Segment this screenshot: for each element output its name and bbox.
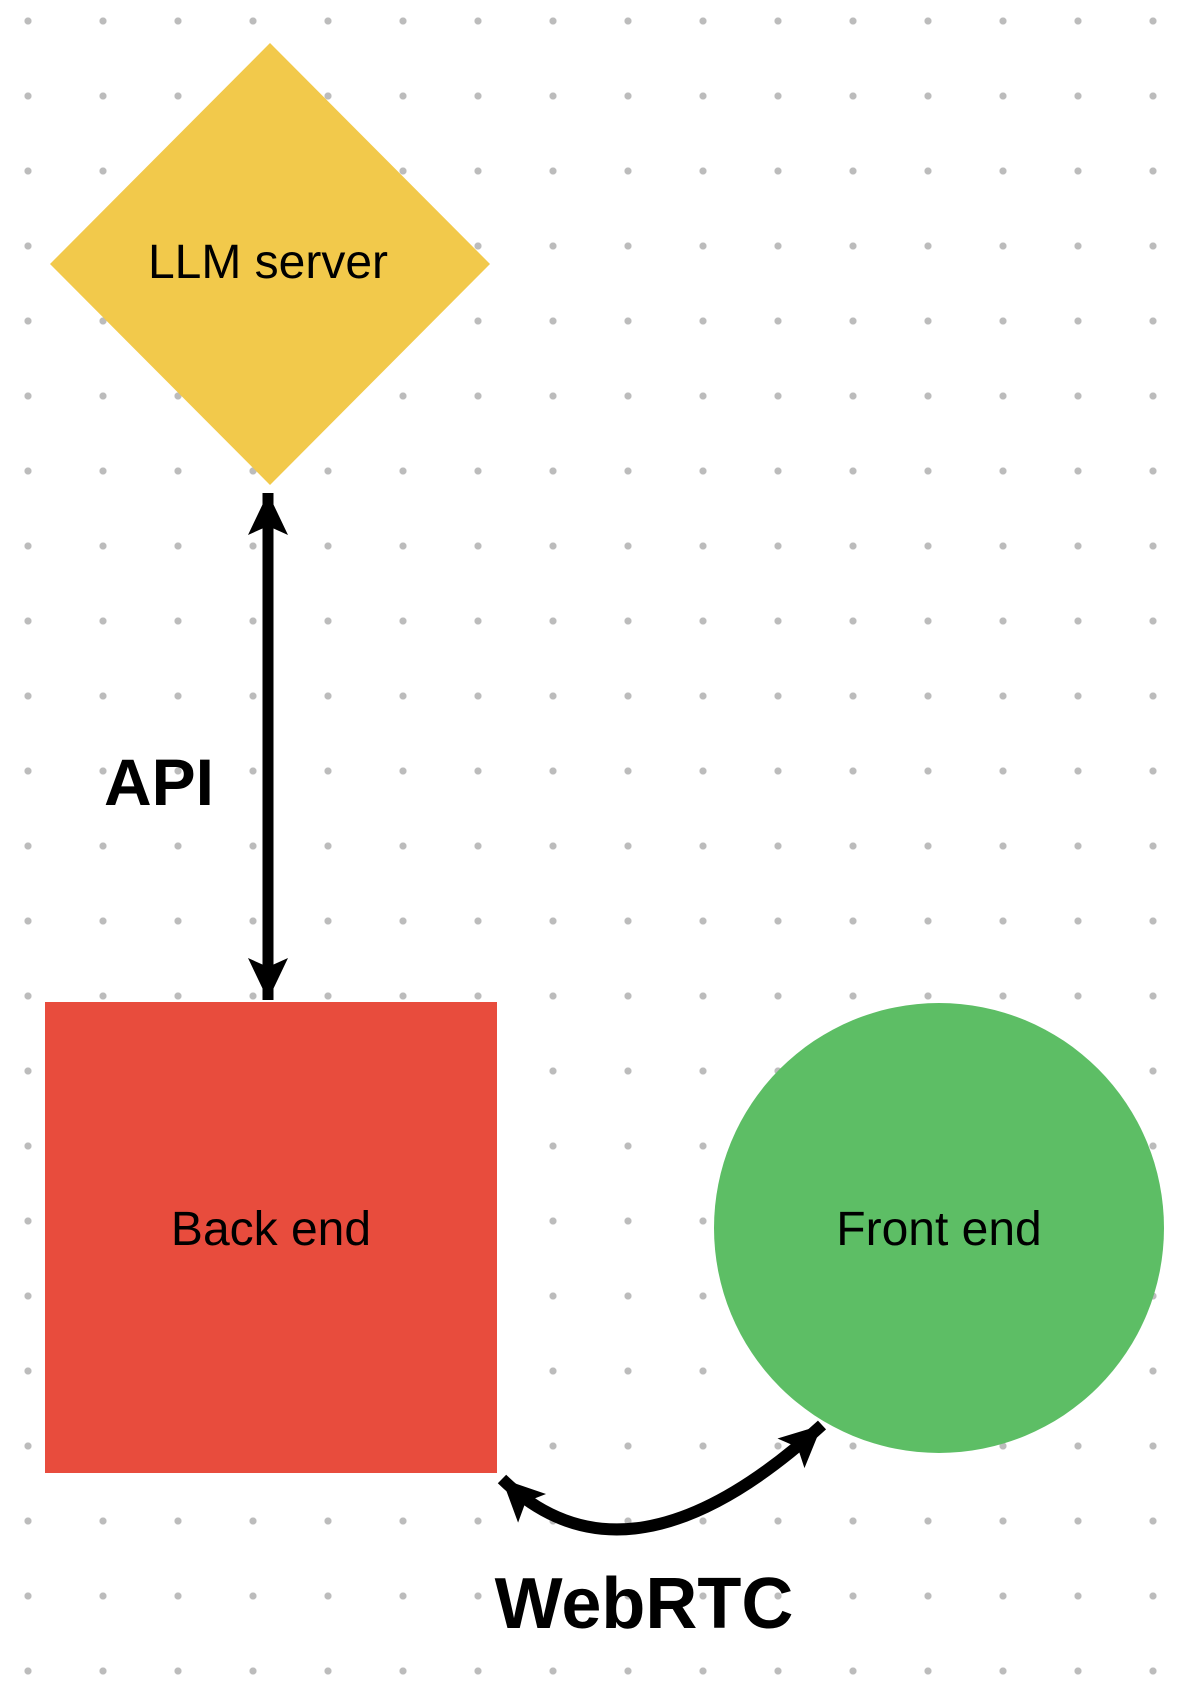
front-end-node[interactable] xyxy=(714,1003,1164,1453)
api-edge-label: API xyxy=(103,745,215,819)
front-end-label: Front end xyxy=(836,1203,1042,1256)
back-end-label: Back end xyxy=(170,1203,372,1256)
back-end-node[interactable] xyxy=(45,1002,497,1473)
llm-server-label: LLM server xyxy=(147,236,389,289)
webrtc-edge-label: WebRTC xyxy=(494,1564,794,1644)
webrtc-connector-arrow[interactable] xyxy=(497,1420,827,1536)
llm-server-node[interactable] xyxy=(50,43,490,485)
